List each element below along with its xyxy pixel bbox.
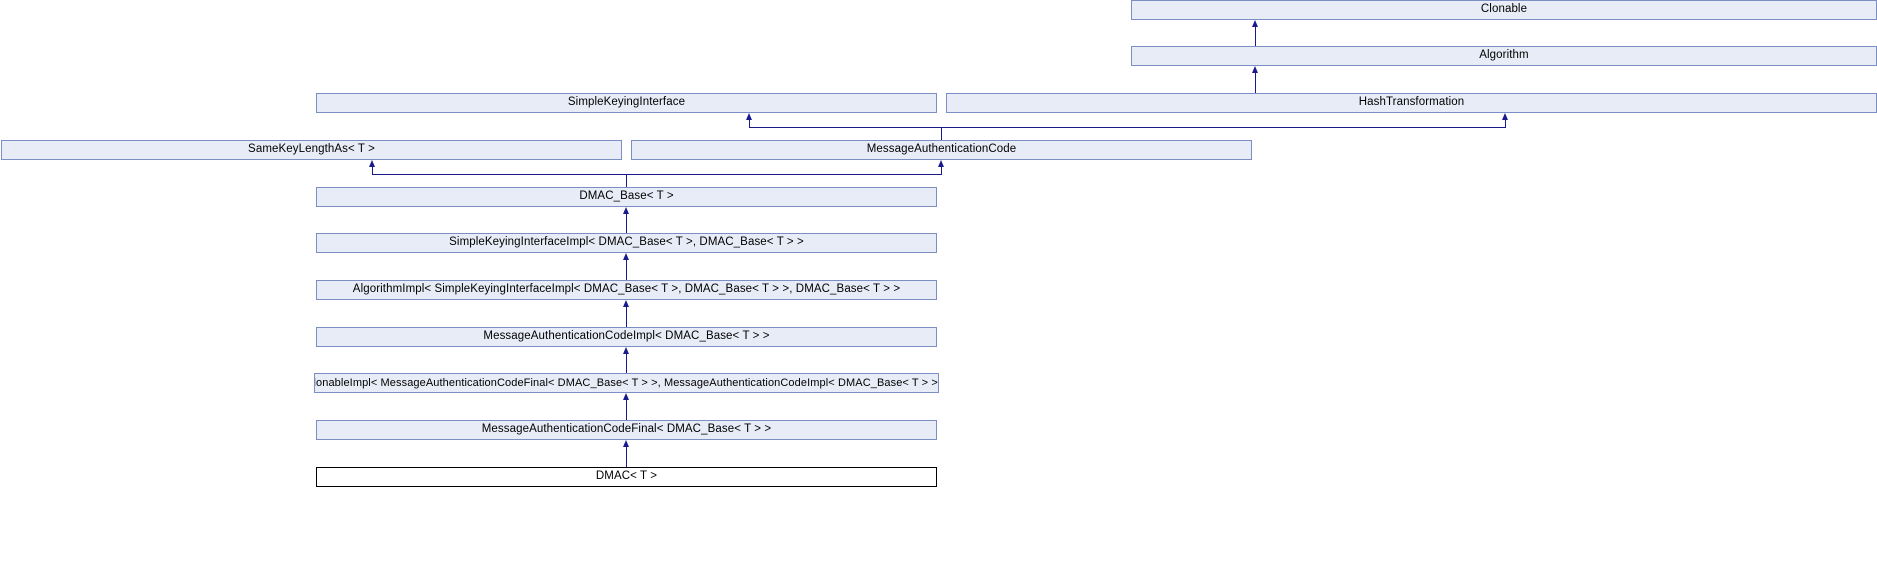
- arrowhead-algorithmimpl-to-skii: [623, 253, 629, 260]
- node-label-clonableimpl: ClonableImpl< MessageAuthenticationCodeF…: [314, 376, 939, 389]
- node-algorithm[interactable]: Algorithm: [1131, 46, 1877, 66]
- edge-dmacbase-riser: [626, 174, 627, 187]
- node-label-samekeylengthas: SameKeyLengthAs< T >: [248, 143, 375, 156]
- node-messageauthenticationcode[interactable]: MessageAuthenticationCode: [631, 140, 1252, 160]
- node-label-messageauthenticationcodeimpl: MessageAuthenticationCodeImpl< DMAC_Base…: [483, 330, 770, 343]
- edge-dmacbase-split-horizontal: [372, 174, 942, 175]
- edge-skii-to-dmacbase: [626, 214, 627, 233]
- edge-dmac-to-macfinal: [626, 447, 627, 467]
- arrowhead-dmac-to-macfinal: [623, 440, 629, 447]
- arrowhead-clonableimpl-to-macimpl: [623, 347, 629, 354]
- node-label-algorithm: Algorithm: [1479, 49, 1529, 62]
- node-algorithmimpl[interactable]: AlgorithmImpl< SimpleKeyingInterfaceImpl…: [316, 280, 937, 300]
- edge-dmacbase-to-samekeylengthas-vertical: [372, 167, 373, 175]
- node-clonableimpl[interactable]: ClonableImpl< MessageAuthenticationCodeF…: [314, 373, 939, 393]
- arrowhead-skii-to-dmacbase: [623, 207, 629, 214]
- node-messageauthenticationcodeimpl[interactable]: MessageAuthenticationCodeImpl< DMAC_Base…: [316, 327, 937, 347]
- node-label-dmac: DMAC< T >: [595, 470, 658, 483]
- node-samekeylengthas[interactable]: SameKeyLengthAs< T >: [1, 140, 622, 160]
- arrowhead-algorithm-to-clonable: [1252, 20, 1258, 27]
- arrowhead-macfinal-to-clonableimpl: [623, 393, 629, 400]
- edge-mac-to-ski-horizontal: [749, 127, 942, 128]
- edge-clonableimpl-to-macimpl: [626, 354, 627, 373]
- arrowhead-dmacbase-to-mac: [938, 160, 944, 167]
- node-hashtransformation[interactable]: HashTransformation: [946, 93, 1877, 113]
- edge-mac-to-hashtransformation-vertical: [1505, 120, 1506, 128]
- edge-algorithmimpl-to-skii: [626, 260, 627, 280]
- edge-hashtransformation-to-algorithm: [1255, 73, 1256, 93]
- node-simplekeyinginterfaceimpl[interactable]: SimpleKeyingInterfaceImpl< DMAC_Base< T …: [316, 233, 937, 253]
- node-simplekeyinginterface[interactable]: SimpleKeyingInterface: [316, 93, 937, 113]
- node-label-clonable: Clonable: [1480, 3, 1528, 16]
- arrowhead-hashtransformation-to-algorithm: [1252, 66, 1258, 73]
- edge-dmacbase-to-mac-vertical: [941, 167, 942, 175]
- arrowhead-mac-to-ski: [746, 113, 752, 120]
- edge-mac-to-hashtransformation-horizontal: [941, 127, 1506, 128]
- node-label-dmac-base: DMAC_Base< T >: [579, 190, 674, 203]
- node-dmac[interactable]: DMAC< T >: [316, 467, 937, 487]
- node-dmac-base[interactable]: DMAC_Base< T >: [316, 187, 937, 207]
- node-messageauthenticationcodefinal[interactable]: MessageAuthenticationCodeFinal< DMAC_Bas…: [316, 420, 937, 440]
- node-label-simplekeyinginterface: SimpleKeyingInterface: [567, 96, 686, 109]
- node-label-simplekeyinginterfaceimpl: SimpleKeyingInterfaceImpl< DMAC_Base< T …: [449, 236, 804, 249]
- edge-mac-to-ski-vertical: [749, 120, 750, 128]
- node-label-algorithmimpl: AlgorithmImpl< SimpleKeyingInterfaceImpl…: [352, 283, 901, 296]
- arrowhead-dmacbase-to-samekeylengthas: [369, 160, 375, 167]
- arrowhead-mac-to-hashtransformation: [1502, 113, 1508, 120]
- edge-macfinal-to-clonableimpl: [626, 400, 627, 420]
- node-label-hashtransformation: HashTransformation: [1358, 96, 1465, 109]
- node-label-messageauthenticationcode: MessageAuthenticationCode: [866, 143, 1017, 156]
- edge-macimpl-to-algorithmimpl: [626, 307, 627, 327]
- edge-algorithm-to-clonable: [1255, 27, 1256, 46]
- edge-mac-riser: [941, 127, 942, 140]
- node-label-messageauthenticationcodefinal: MessageAuthenticationCodeFinal< DMAC_Bas…: [481, 423, 772, 436]
- node-clonable[interactable]: Clonable: [1131, 0, 1877, 20]
- arrowhead-macimpl-to-algorithmimpl: [623, 300, 629, 307]
